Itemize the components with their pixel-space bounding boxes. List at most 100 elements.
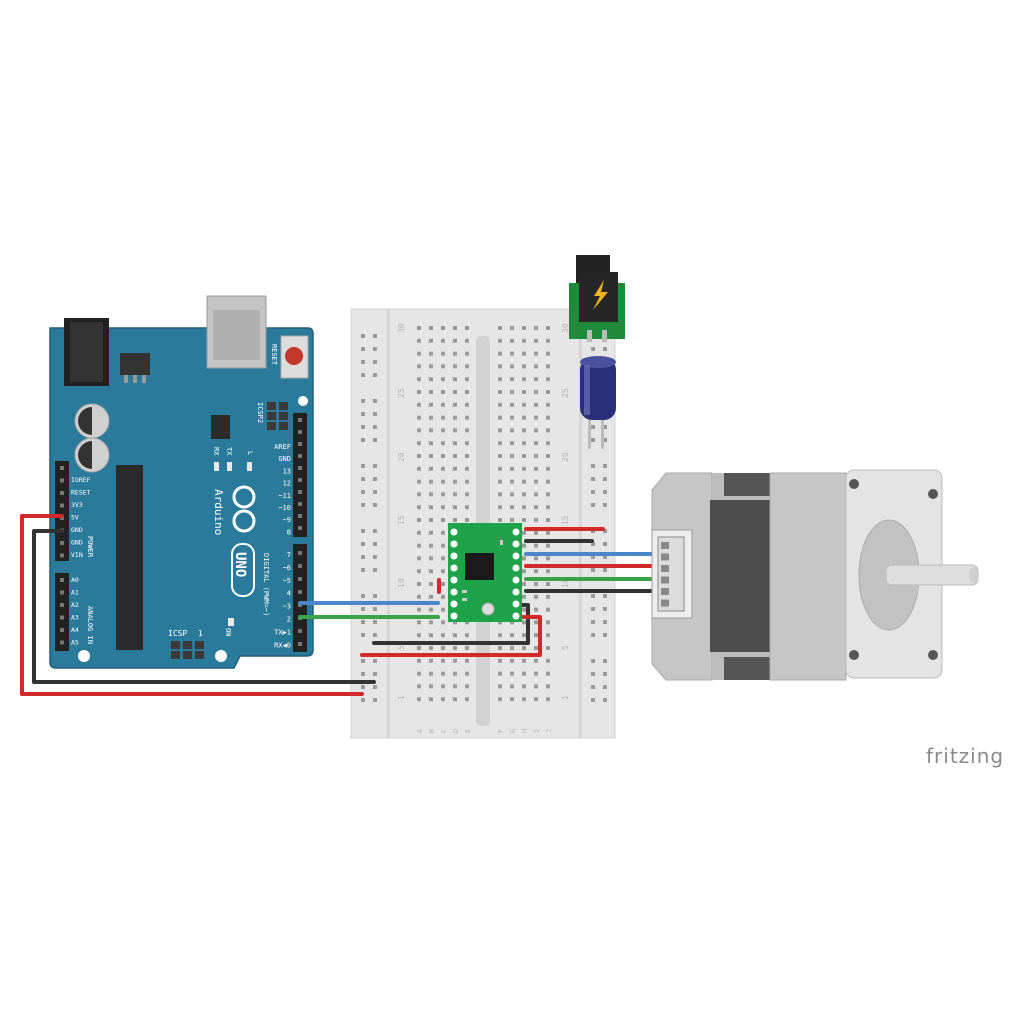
breadboard-hole	[522, 569, 526, 574]
breadboard-hole	[417, 377, 421, 382]
breadboard-hole	[546, 518, 550, 522]
column-letter: E	[464, 729, 472, 733]
icsp2-pin	[279, 422, 288, 430]
breadboard-hole	[498, 402, 502, 407]
breadboard-hole	[441, 402, 445, 407]
rail-hole	[591, 425, 595, 429]
breadboard-hole	[453, 684, 457, 689]
header-pin	[298, 418, 302, 422]
breadboard-hole	[546, 530, 550, 535]
connector-pin	[661, 565, 669, 572]
breadboard-hole	[534, 492, 538, 497]
breadboard-hole	[522, 492, 526, 497]
breadboard-hole	[522, 671, 526, 676]
breadboard-hole	[441, 454, 445, 458]
analog-pin-label: A5	[71, 639, 79, 647]
stepper-motor	[651, 469, 979, 681]
rail-hole	[373, 464, 377, 468]
breadboard-hole	[522, 454, 526, 458]
driver-pin	[512, 540, 520, 548]
breadboard-hole	[429, 556, 433, 561]
power-pin-label: GND	[71, 526, 83, 534]
breadboard-hole	[498, 377, 502, 382]
header-pin	[298, 454, 302, 458]
icsp2-label: ICSP2	[256, 402, 264, 423]
stepper-driver-module	[448, 523, 522, 622]
rail-hole	[591, 633, 595, 637]
breadboard-hole	[441, 390, 445, 394]
analog-pin-label: A3	[71, 614, 79, 622]
digital-pin-label: 12	[283, 480, 291, 488]
breadboard-hole	[417, 402, 421, 407]
rail-hole	[373, 529, 377, 533]
breadboard-hole	[534, 505, 538, 510]
breadboard-hole	[522, 684, 526, 689]
breadboard-hole	[546, 454, 550, 458]
breadboard-hole	[465, 633, 469, 638]
on-label: ON	[224, 628, 232, 636]
rail-hole	[373, 347, 377, 351]
breadboard-hole	[441, 671, 445, 676]
breadboard-hole	[534, 402, 538, 407]
icsp2-pin	[279, 412, 288, 420]
wire-driver-gnd-black	[372, 603, 530, 645]
header-pin	[60, 491, 64, 495]
rail-hole	[373, 438, 377, 442]
breadboard-hole	[441, 607, 445, 612]
breadboard-hole	[453, 326, 457, 330]
breadboard-hole	[417, 326, 421, 330]
breadboard-hole	[441, 684, 445, 689]
column-letter: J	[545, 729, 553, 733]
connector-pin	[661, 542, 669, 549]
rail-hole	[361, 672, 365, 676]
rail-hole	[603, 672, 607, 676]
breadboard-hole	[510, 518, 514, 522]
rail-hole	[603, 568, 607, 572]
rail-hole	[361, 594, 365, 598]
breadboard-hole	[441, 646, 445, 650]
breadboard-hole	[510, 466, 514, 471]
breadboard-row-numbers-left: 30 25 20 15 10 5 1	[397, 323, 406, 700]
electrolytic-capacitor	[580, 356, 616, 449]
breadboard-hole	[441, 492, 445, 497]
rail-hole	[373, 399, 377, 403]
row-number: 10	[397, 578, 406, 588]
breadboard-hole	[465, 351, 469, 356]
header-pin	[298, 642, 302, 646]
icsp-pin	[195, 651, 204, 659]
rail-hole	[603, 620, 607, 624]
rail-hole	[591, 490, 595, 494]
driver-pin	[512, 588, 520, 596]
analog-pin-label: A1	[71, 589, 79, 597]
breadboard-hole	[498, 684, 502, 689]
breadboard-hole	[417, 633, 421, 638]
breadboard-hole	[498, 351, 502, 356]
reset-label: RESET	[270, 344, 278, 366]
breadboard-hole	[465, 326, 469, 330]
breadboard-hole	[441, 697, 445, 702]
breadboard-hole	[429, 697, 433, 702]
breadboard-hole	[441, 633, 445, 638]
rail-hole	[591, 347, 595, 351]
arduino-logo	[232, 485, 256, 533]
breadboard-hole	[546, 351, 550, 356]
rail-hole	[603, 633, 607, 637]
rail-hole	[373, 412, 377, 416]
rail-hole	[591, 568, 595, 572]
icsp-header	[171, 641, 204, 659]
rail-hole	[603, 464, 607, 468]
breadboard-hole	[429, 633, 433, 638]
breadboard-hole	[522, 518, 526, 522]
breadboard-hole	[465, 390, 469, 394]
row-number: 5	[397, 645, 406, 650]
breadboard-hole	[453, 518, 457, 522]
digital-pin-label: RX◀0	[274, 641, 291, 649]
icsp-pin	[183, 641, 192, 649]
breadboard-hole	[465, 671, 469, 676]
breadboard-hole	[498, 428, 502, 433]
breadboard-hole	[546, 402, 550, 407]
breadboard-hole	[510, 326, 514, 330]
breadboard-hole	[546, 646, 550, 650]
breadboard-hole	[522, 646, 526, 650]
breadboard-hole	[429, 377, 433, 382]
